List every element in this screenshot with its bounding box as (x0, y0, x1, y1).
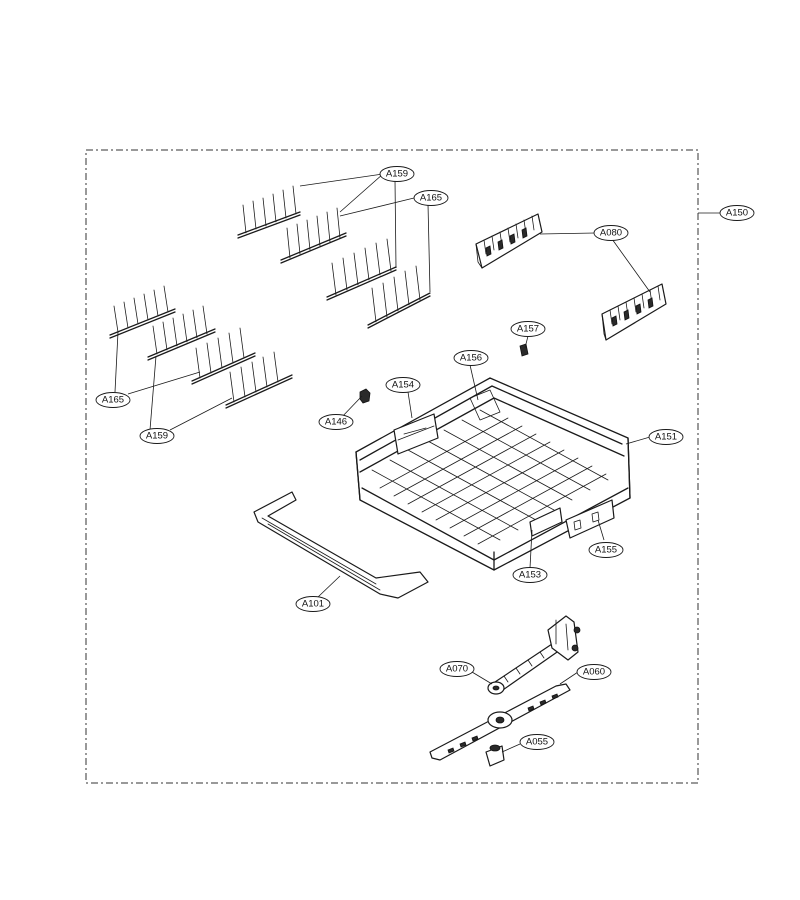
callout-a070: A070 (439, 661, 475, 677)
callout-a155: A155 (588, 542, 624, 558)
callout-a153-label: A153 (519, 570, 541, 581)
tine-row-left-3 (191, 327, 256, 385)
callout-a159-top-label: A159 (386, 169, 408, 180)
callout-a146-label: A146 (325, 417, 347, 428)
spray-arm-pipe (491, 615, 581, 693)
callout-a060: A060 (576, 664, 612, 680)
callout-a055-label: A055 (526, 737, 548, 748)
callout-a159-top: A159 (379, 166, 415, 182)
callout-a155-label: A155 (595, 545, 617, 556)
tine-row-top-4 (367, 265, 431, 329)
callout-a101-label: A101 (302, 599, 324, 610)
tine-row-left-1 (109, 285, 176, 339)
part-a146-clip (359, 388, 371, 404)
callout-a165-left: A165 (95, 392, 131, 408)
spray-arm-hub-a055 (485, 744, 505, 767)
callout-a080: A080 (593, 225, 629, 241)
tine-row-top-1 (237, 185, 301, 239)
callout-a146: A146 (318, 414, 354, 430)
tine-row-top-3 (326, 238, 397, 301)
spray-arm-nut-a070 (487, 681, 505, 695)
callout-a159-left-label: A159 (146, 431, 168, 442)
leader-lines (114, 173, 651, 753)
rack-rail-bar (253, 491, 429, 599)
tine-row-left-4 (225, 351, 293, 409)
callout-a150: A150 (719, 205, 755, 221)
tine-row-left-2 (147, 305, 216, 361)
callout-a156: A156 (453, 350, 489, 366)
callout-a150-label: A150 (726, 208, 748, 219)
callout-a070-label: A070 (446, 664, 468, 675)
callout-a165-top: A165 (413, 190, 449, 206)
rail-clip-lower (601, 283, 667, 341)
callout-a151-label: A151 (655, 432, 677, 443)
callout-a154: A154 (385, 377, 421, 393)
assembly-boundary-frame (85, 149, 699, 784)
callout-a055: A055 (519, 734, 555, 750)
rail-clip-upper (475, 213, 543, 269)
callout-a154-label: A154 (392, 380, 414, 391)
upper-rack-basket (355, 377, 631, 571)
spray-arm-a060 (429, 683, 571, 761)
callout-a165-left-label: A165 (102, 395, 124, 406)
callout-a159-left: A159 (139, 428, 175, 444)
callout-a151: A151 (648, 429, 684, 445)
callout-a157: A157 (510, 321, 546, 337)
callout-a080-label: A080 (600, 228, 622, 239)
part-a157-clip (519, 343, 529, 357)
callout-a101: A101 (295, 596, 331, 612)
callout-a156-label: A156 (460, 353, 482, 364)
callout-a165-top-label: A165 (420, 193, 442, 204)
callout-a153: A153 (512, 567, 548, 583)
callout-a060-label: A060 (583, 667, 605, 678)
tine-row-top-2 (280, 207, 347, 264)
callout-a157-label: A157 (517, 324, 539, 335)
